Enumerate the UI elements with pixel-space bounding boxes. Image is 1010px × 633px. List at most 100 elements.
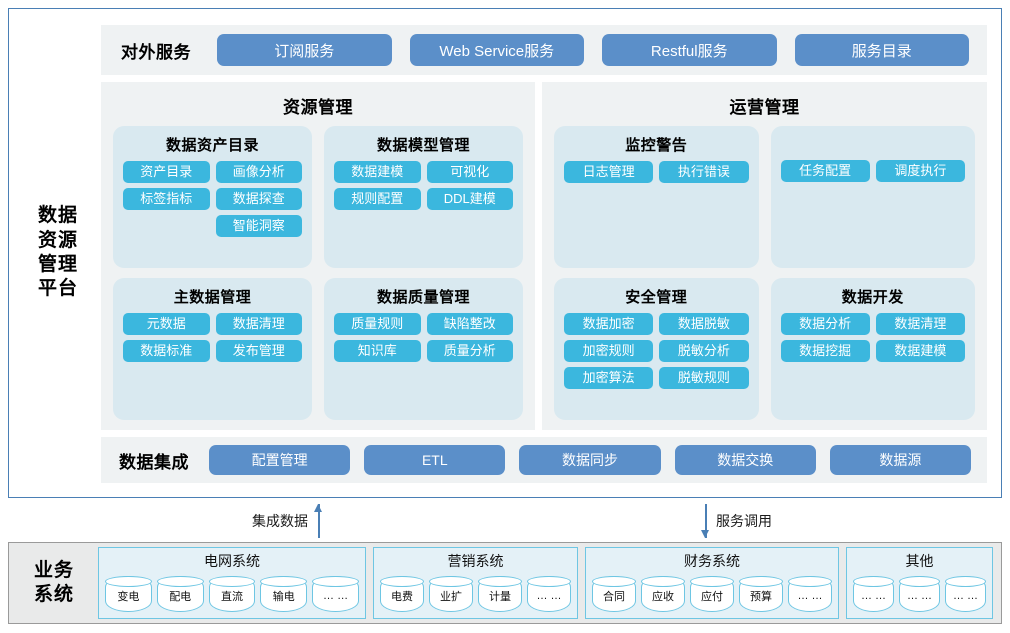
operation-management-groups: 监控警告 日志管理 执行错误 任务配置 调度执行 xyxy=(554,126,975,420)
database-icon-more[interactable]: … … xyxy=(527,575,571,612)
group-chips: 资产目录 画像分析 标签指标 数据探查 智能洞察 xyxy=(123,161,302,237)
group-chips: 数据分析 数据清理 数据挖掘 数据建模 xyxy=(780,313,965,362)
group-data-asset-catalog: 数据资产目录 资产目录 画像分析 标签指标 数据探查 智能洞察 xyxy=(113,126,312,268)
chip-rule-configuration[interactable]: 规则配置 xyxy=(334,188,421,210)
chip-data-analysis[interactable]: 数据分析 xyxy=(780,313,870,335)
database-icon-metering[interactable]: 计量 xyxy=(478,575,522,612)
database-icon-receivable[interactable]: 应收 xyxy=(641,575,685,612)
chip-smart-insight[interactable]: 智能洞察 xyxy=(215,215,302,237)
chip-metadata[interactable]: 元数据 xyxy=(123,313,210,335)
group-security-management: 安全管理 数据加密 数据脱敏 加密规则 脱敏分析 加密算法 脱敏规则 xyxy=(554,278,759,420)
chip-ddl-modeling[interactable]: DDL建模 xyxy=(426,188,513,210)
business-group-marketing: 营销系统 电费 业扩 计量 … … xyxy=(373,547,578,619)
chip-data-standard[interactable]: 数据标准 xyxy=(123,340,210,362)
chip-data-masking[interactable]: 数据脱敏 xyxy=(659,313,749,335)
chip-schedule-execution[interactable]: 调度执行 xyxy=(875,160,965,182)
database-label: 直流 xyxy=(220,591,243,603)
chip-data-encryption[interactable]: 数据加密 xyxy=(564,313,654,335)
chip-masking-rule[interactable]: 脱敏规则 xyxy=(659,367,749,389)
database-label: 电费 xyxy=(391,591,413,603)
chip-defect-rectification[interactable]: 缺陷整改 xyxy=(426,313,513,335)
chip-portrait-analysis[interactable]: 画像分析 xyxy=(215,161,302,183)
chip-log-management[interactable]: 日志管理 xyxy=(564,161,654,183)
operation-management-title: 运营管理 xyxy=(729,98,800,117)
database-icon-contract[interactable]: 合同 xyxy=(592,575,636,612)
database-label: … … xyxy=(952,590,979,602)
integration-data-source[interactable]: 数据源 xyxy=(829,445,972,475)
platform-title-line: 管理 xyxy=(37,254,78,275)
external-service-subscription[interactable]: 订阅服务 xyxy=(217,34,392,66)
business-group-items: … … … … … … xyxy=(853,573,986,614)
database-icon-business-expansion[interactable]: 业扩 xyxy=(429,575,473,612)
database-icon-transmission[interactable]: 输电 xyxy=(260,575,308,612)
group-title: 监控警告 xyxy=(625,137,688,154)
chip-visualization[interactable]: 可视化 xyxy=(426,161,513,183)
group-master-data-management: 主数据管理 元数据 数据清理 数据标准 发布管理 xyxy=(113,278,312,420)
group-chips: 质量规则 缺陷整改 知识库 质量分析 xyxy=(334,313,513,362)
chip-masking-analysis[interactable]: 脱敏分析 xyxy=(659,340,749,362)
resource-management-section: 资源管理 数据资产目录 资产目录 画像分析 标签指标 数据探查 智能洞察 xyxy=(101,82,535,430)
group-data-quality-management: 数据质量管理 质量规则 缺陷整改 知识库 质量分析 xyxy=(324,278,523,420)
chip-quality-analysis[interactable]: 质量分析 xyxy=(426,340,513,362)
chip-tag-metrics[interactable]: 标签指标 xyxy=(123,188,210,210)
database-icon-more[interactable]: … … xyxy=(788,575,832,612)
database-icon-substation[interactable]: 变电 xyxy=(105,575,152,612)
group-title: 数据模型管理 xyxy=(376,137,470,154)
database-label: … … xyxy=(860,590,887,602)
chip-data-cleaning[interactable]: 数据清理 xyxy=(875,313,965,335)
chip-data-mining[interactable]: 数据挖掘 xyxy=(780,340,870,362)
chip-publish-management[interactable]: 发布管理 xyxy=(215,340,302,362)
external-service-restful[interactable]: Restful服务 xyxy=(602,34,777,66)
database-label: 应付 xyxy=(701,591,723,603)
chip-task-configuration[interactable]: 任务配置 xyxy=(780,160,870,182)
chip-encryption-algorithm[interactable]: 加密算法 xyxy=(564,367,654,389)
database-icon-other-1[interactable]: … … xyxy=(853,575,894,612)
chip-data-modeling[interactable]: 数据建模 xyxy=(334,161,421,183)
database-icon-other-2[interactable]: … … xyxy=(899,575,940,612)
business-systems-title-line: 系统 xyxy=(33,584,74,605)
chip-quality-rule[interactable]: 质量规则 xyxy=(334,313,421,335)
database-icon-distribution[interactable]: 配电 xyxy=(156,575,204,612)
database-icon-more[interactable]: … … xyxy=(312,575,359,612)
database-label: 计量 xyxy=(489,591,511,603)
integration-data-sync[interactable]: 数据同步 xyxy=(519,445,661,475)
resource-management-groups: 数据资产目录 资产目录 画像分析 标签指标 数据探查 智能洞察 数据模型管理 xyxy=(113,126,523,420)
chip-asset-catalog[interactable]: 资产目录 xyxy=(123,161,210,183)
platform-title-line: 数据 xyxy=(37,205,78,227)
chip-knowledge-base[interactable]: 知识库 xyxy=(334,340,421,362)
business-systems-title: 业务 系统 xyxy=(17,559,91,607)
data-integration-label: 数据集成 xyxy=(119,452,189,472)
database-label: 配电 xyxy=(169,591,192,603)
platform-panel: 数据 资源 管理 平台 对外服务 订阅服务 Web Service服务 Rest… xyxy=(8,8,1002,498)
database-icon-payable[interactable]: 应付 xyxy=(690,575,734,612)
integration-etl[interactable]: ETL xyxy=(364,445,506,475)
database-icon-dc[interactable]: 直流 xyxy=(208,575,256,612)
group-chips: 数据加密 数据脱敏 加密规则 脱敏分析 加密算法 脱敏规则 xyxy=(564,313,749,389)
chip-data-modeling-dev[interactable]: 数据建模 xyxy=(875,340,965,362)
resource-management-title: 资源管理 xyxy=(283,98,353,117)
connector-label: 集成数据 xyxy=(252,513,308,529)
business-group-items: 电费 业扩 计量 … … xyxy=(380,573,571,614)
external-service-catalog[interactable]: 服务目录 xyxy=(794,34,969,66)
arrow-up-icon xyxy=(313,504,324,538)
group-chips: 元数据 数据清理 数据标准 发布管理 xyxy=(123,313,302,362)
chip-execution-error[interactable]: 执行错误 xyxy=(659,161,749,183)
group-title: 数据开发 xyxy=(841,289,904,306)
chip-encryption-rule[interactable]: 加密规则 xyxy=(564,340,654,362)
integration-data-exchange[interactable]: 数据交换 xyxy=(674,445,816,475)
integration-configuration-management[interactable]: 配置管理 xyxy=(209,445,351,475)
platform-title: 数据 资源 管理 平台 xyxy=(17,17,99,489)
business-group-title: 营销系统 xyxy=(447,553,504,569)
database-icon-other-3[interactable]: … … xyxy=(945,575,986,612)
database-label: … … xyxy=(797,590,823,602)
chip-data-exploration[interactable]: 数据探查 xyxy=(215,188,302,210)
database-label: 业扩 xyxy=(440,591,462,603)
connector-integrate-data: 集成数据 xyxy=(252,504,324,538)
database-label: 输电 xyxy=(272,591,295,603)
external-service-webservice[interactable]: Web Service服务 xyxy=(409,34,584,66)
business-group-title: 其他 xyxy=(905,553,934,569)
chip-data-cleansing[interactable]: 数据清理 xyxy=(215,313,302,335)
database-icon-electricity-fee[interactable]: 电费 xyxy=(380,575,424,612)
database-icon-budget[interactable]: 预算 xyxy=(739,575,783,612)
group-chips: 日志管理 执行错误 xyxy=(564,161,749,183)
